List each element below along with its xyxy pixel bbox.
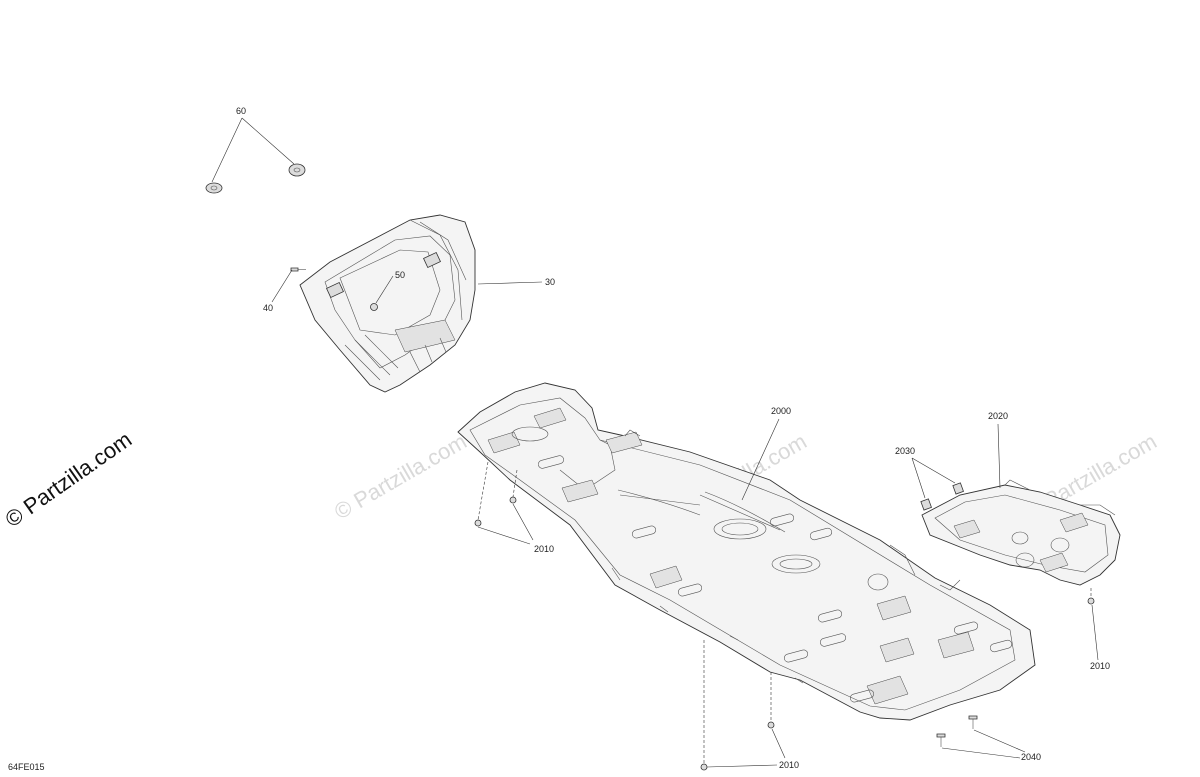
- leader-2000: [741, 418, 780, 501]
- diagram-code: 64FE015: [8, 762, 45, 772]
- callout-60[interactable]: 60: [236, 106, 246, 116]
- grommet-part-60[interactable]: [205, 163, 306, 194]
- leader-50: [375, 275, 394, 304]
- screw-part-50[interactable]: [370, 303, 378, 311]
- callout-2030[interactable]: 2030: [895, 446, 915, 456]
- callout-2020[interactable]: 2020: [988, 411, 1008, 421]
- dash-2010-bottom: [703, 640, 772, 764]
- leader-60: [211, 117, 295, 183]
- copyright-text: © Partzilla.com: [1, 427, 137, 533]
- rear-skid-plate-part-2020[interactable]: [921, 479, 1121, 586]
- callout-40[interactable]: 40: [263, 303, 273, 313]
- watermark-left: © Partzilla.com: [330, 429, 471, 525]
- leader-2010-left: [477, 503, 534, 545]
- leader-2030: [911, 457, 956, 499]
- fastener-part-40[interactable]: [290, 267, 306, 272]
- leader-2010-right: [1091, 604, 1099, 661]
- leader-2020: [997, 423, 1001, 489]
- callout-2010-right[interactable]: 2010: [1090, 661, 1110, 671]
- front-panel-part-30[interactable]: [299, 214, 476, 393]
- skid-plate-part-2000[interactable]: [457, 382, 1036, 721]
- leader-40: [271, 269, 293, 303]
- leader-2040: [941, 729, 1026, 759]
- bolt-part-2040[interactable]: [936, 715, 978, 747]
- callout-2000[interactable]: 2000: [771, 406, 791, 416]
- screw-part-2010-left[interactable]: [474, 496, 517, 527]
- leader-30: [477, 281, 543, 285]
- leader-2010-bottom: [706, 728, 786, 768]
- callout-2010-bottom[interactable]: 2010: [779, 760, 799, 770]
- callout-2010-left[interactable]: 2010: [534, 544, 554, 554]
- screw-part-2010-right[interactable]: [1087, 597, 1095, 605]
- screw-part-2010-bottom[interactable]: [700, 721, 775, 771]
- callout-30[interactable]: 30: [545, 277, 555, 287]
- clip-part-2030[interactable]: [920, 482, 964, 511]
- callout-2040[interactable]: 2040: [1021, 752, 1041, 762]
- callout-50[interactable]: 50: [395, 270, 405, 280]
- dash-2010-left: [477, 461, 518, 521]
